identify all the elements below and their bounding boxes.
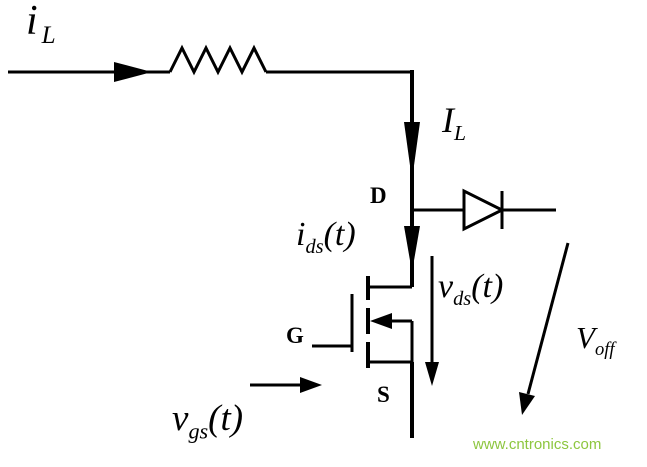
il-current-arrowhead (404, 122, 420, 180)
voff-arrowhead (519, 392, 535, 415)
label-ids-current: ids(t) (296, 216, 356, 258)
mosfet-body-arrowhead (370, 313, 392, 329)
label-vds-voltage: vds(t) (438, 268, 504, 310)
label-gate: G (286, 323, 304, 348)
ids-current-arrowhead (404, 226, 420, 272)
inductor-symbol (168, 44, 268, 76)
vgs-arrowhead (300, 377, 322, 393)
label-source: S (377, 382, 390, 407)
label-drain: D (370, 183, 387, 208)
diode-triangle (462, 188, 506, 232)
watermark: www.cntronics.com (473, 436, 602, 453)
vds-arrowhead (425, 362, 439, 386)
input-current-arrowhead (114, 62, 152, 82)
label-il-arrow: IL (442, 100, 467, 146)
label-voff-voltage: Voff (576, 320, 615, 361)
voff-arrow-line (526, 242, 570, 395)
label-vgs-voltage: vgs(t) (172, 398, 244, 444)
